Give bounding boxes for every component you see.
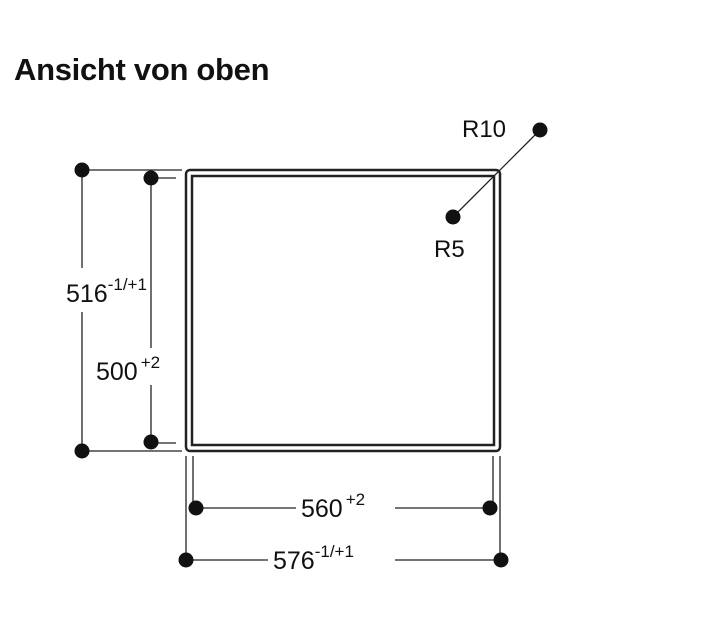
outer-width-label: 576-1/+1 — [273, 542, 354, 575]
radius-leader-line — [452, 129, 541, 218]
outer-cutout-outline — [184, 168, 502, 453]
diagram-title: Ansicht von oben — [14, 52, 270, 87]
dimension-dots — [74, 122, 548, 568]
extension-lines — [82, 169, 501, 560]
inner-height-label: 500+2 — [96, 353, 160, 386]
inner-width-label: 560+2 — [301, 490, 365, 523]
inner-radius-label: R5 — [434, 236, 465, 263]
outer-height-label: 516-1/+1 — [66, 275, 147, 308]
inner-cutout-outline — [190, 174, 496, 447]
outer-radius-label: R10 — [462, 116, 506, 143]
